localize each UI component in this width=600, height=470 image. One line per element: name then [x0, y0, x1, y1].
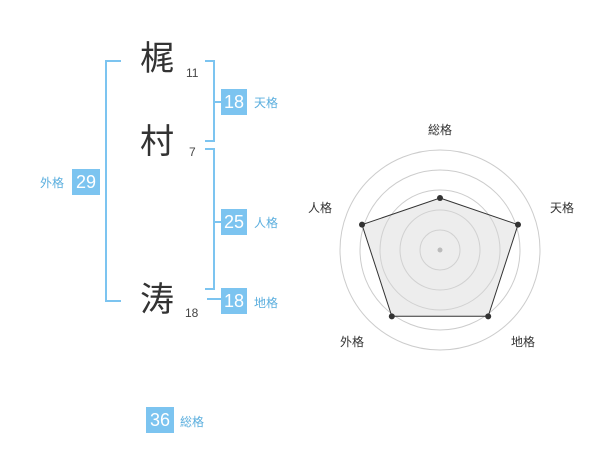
stroke-count-2: 7 — [189, 145, 196, 159]
radar-label-gaikaku: 外格 — [340, 335, 365, 349]
jinkaku-connector — [213, 221, 221, 223]
gaikaku-value: 29 — [72, 169, 100, 195]
radar-label-tenkaku: 天格 — [550, 201, 575, 215]
gaikaku-bracket — [105, 60, 121, 302]
radar-point-3 — [485, 313, 492, 320]
jinkaku-value: 25 — [221, 209, 247, 235]
radar-point-5 — [359, 221, 366, 228]
tenkaku-value: 18 — [221, 89, 247, 115]
chikaku-value: 18 — [221, 288, 247, 314]
soukaku-value: 36 — [146, 407, 174, 433]
radar-center — [437, 247, 443, 253]
gaikaku-label: 外格 — [40, 176, 65, 190]
radar-ring — [379, 189, 501, 311]
radar-point-1 — [437, 195, 443, 201]
radar-label-soukaku: 総格 — [428, 123, 453, 137]
radar-label-chikaku: 地格 — [511, 335, 536, 349]
radar-point-4 — [388, 313, 395, 320]
tenkaku-label: 天格 — [254, 96, 279, 110]
radar-ring — [399, 209, 481, 291]
radar-label-jinkaku: 人格 — [308, 201, 333, 215]
tenkaku-connector — [213, 101, 221, 103]
stroke-count-3: 18 — [185, 306, 199, 320]
soukaku-label: 総格 — [180, 415, 205, 429]
name-char-2: 村 — [140, 122, 174, 162]
radar-point-2 — [514, 221, 521, 228]
jinkaku-label: 人格 — [254, 216, 279, 230]
name-char-3: 涛 — [140, 280, 174, 320]
jinkaku-bracket — [205, 148, 215, 290]
chikaku-label: 地格 — [254, 296, 279, 310]
radar-polygon — [361, 197, 519, 317]
chikaku-connector — [207, 298, 221, 300]
stroke-count-1: 11 — [186, 66, 199, 80]
radar-ring — [359, 169, 521, 331]
radar-ring — [419, 229, 461, 271]
name-char-1: 梶 — [140, 39, 174, 79]
